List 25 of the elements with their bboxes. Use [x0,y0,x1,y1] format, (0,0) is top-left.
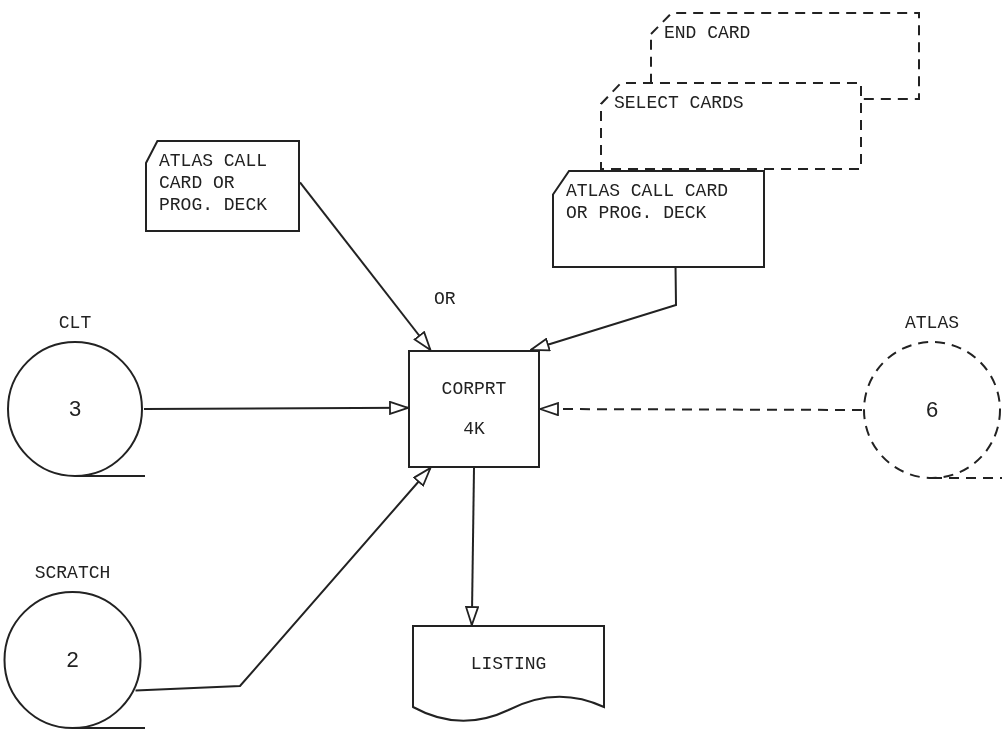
punch-card-shape [145,140,300,232]
arrow [299,181,432,351]
arrow [529,267,677,352]
tape-label: ATLAS [904,314,960,332]
arrow [143,401,409,415]
document-shape [412,625,605,725]
arrow [465,467,479,626]
arrow [134,467,432,692]
tape-label: SCRATCH [33,564,112,582]
process-box [408,350,540,468]
punch-card-shape [600,82,862,170]
card-text: ATLAS CALL CARD OR PROG. DECK [159,150,269,216]
card-text: SELECT CARDS [614,92,745,114]
tape-label: CLT [57,314,93,332]
process-text: CORPRT [441,380,507,398]
card-text: ATLAS CALL CARD OR PROG. DECK [566,180,730,224]
note-text: OR [434,290,456,308]
arrow [539,402,863,416]
document-text: LISTING [469,655,548,673]
tape-number: 6 [924,399,940,421]
process-text: 4K [463,420,485,438]
tape-number: 3 [67,398,83,420]
card-text: END CARD [664,22,752,44]
punch-card-shape [552,170,765,268]
tape-number: 2 [65,649,80,671]
